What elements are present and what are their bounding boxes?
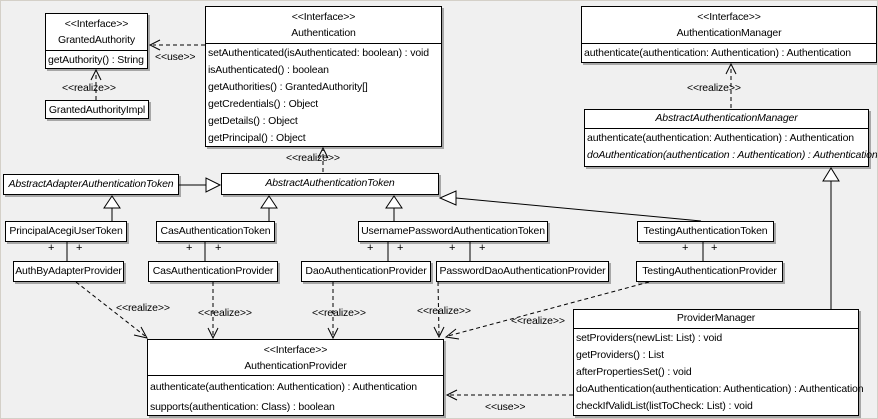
methods-compartment: getAuthority() : String: [46, 51, 147, 69]
class-dao-authentication-provider[interactable]: DaoAuthenticationProvider: [301, 261, 431, 282]
method-signature: supports(authentication: Class) : boolea…: [150, 401, 335, 413]
method-signature: getAuthorities() : GrantedAuthority[]: [208, 81, 368, 93]
method-signature: getDetails() : Object: [208, 115, 298, 127]
use-providermanager-authenticationprovider: [445, 389, 573, 401]
class-testing-authentication-provider[interactable]: TestingAuthenticationProvider: [636, 261, 783, 282]
class-name: AbstractAuthenticationManager: [655, 112, 798, 124]
class-abstract-authentication-token[interactable]: AbstractAuthenticationToken: [221, 173, 439, 195]
class-name: GrantedAuthorityImpl: [48, 104, 146, 116]
association-plus: +: [682, 242, 689, 254]
class-principal-acegi-user-token[interactable]: PrincipalAcegiUserToken: [5, 221, 127, 242]
generalization-abstractadaptertoken: [179, 177, 222, 193]
association-plus: +: [479, 242, 486, 254]
class-name: TestingAuthenticationProvider: [642, 265, 777, 277]
class-cas-authentication-provider[interactable]: CasAuthenticationProvider: [148, 261, 278, 282]
class-name: AbstractAdapterAuthenticationToken: [8, 178, 174, 190]
method-signature: afterPropertiesSet() : void: [576, 366, 692, 378]
class-name: AuthenticationProvider: [244, 360, 347, 372]
methods-compartment: authenticate(authentication: Authenticat…: [148, 376, 443, 417]
label-use-authentication-grantedauthority: <<use>>: [155, 51, 196, 63]
class-abstract-authentication-manager[interactable]: AbstractAuthenticationManager authentica…: [584, 109, 878, 167]
class-name: PrincipalAcegiUserToken: [9, 225, 123, 237]
class-title: <<Interface>> GrantedAuthority: [46, 14, 147, 51]
generalization-principalacegiusertoken: [103, 195, 121, 221]
association-plus: +: [367, 242, 374, 254]
class-title: <<Interface>> AuthenticationProvider: [148, 340, 443, 376]
method-signature: isAuthenticated() : boolean: [208, 64, 329, 76]
class-authentication[interactable]: <<Interface>> Authentication setAuthenti…: [205, 6, 442, 147]
class-testing-authentication-token[interactable]: TestingAuthenticationToken: [637, 221, 774, 242]
class-granted-authority[interactable]: <<Interface>> GrantedAuthority getAuthor…: [45, 13, 148, 69]
class-authentication-provider[interactable]: <<Interface>> AuthenticationProvider aut…: [147, 339, 444, 416]
class-abstract-adapter-authentication-token[interactable]: AbstractAdapterAuthenticationToken: [3, 174, 179, 195]
class-auth-by-adapter-provider[interactable]: AuthByAdapterProvider: [13, 261, 124, 282]
class-name: TestingAuthenticationToken: [643, 225, 768, 237]
label-realize-passworddaoauthenticationprovider: <<realize>>: [417, 305, 471, 317]
class-name: DaoAuthenticationProvider: [305, 265, 427, 277]
class-name: ProviderManager: [676, 312, 756, 324]
class-name: AuthByAdapterProvider: [15, 265, 122, 277]
generalization-testingauthenticationtoken: [438, 190, 702, 222]
class-name: GrantedAuthority: [58, 34, 135, 46]
association-plus: +: [397, 242, 404, 254]
methods-compartment: authenticate(authentication: Authenticat…: [582, 44, 876, 62]
generalization-usernamepasswordtoken: [385, 195, 403, 221]
use-authentication-grantedauthority: [148, 39, 205, 51]
method-signature: setAuthenticated(isAuthenticated: boolea…: [208, 47, 429, 59]
class-name: AbstractAuthenticationToken: [265, 177, 395, 189]
label-realize-casauthenticationprovider: <<realize>>: [198, 307, 252, 319]
class-name: CasAuthenticationProvider: [152, 265, 274, 277]
stereotype-label: <<Interface>>: [263, 344, 328, 356]
label-realize-authbyadapterprovider: <<realize>>: [116, 302, 170, 314]
association-plus: +: [186, 242, 193, 254]
class-name: UsernamePasswordAuthenticationToken: [361, 225, 545, 237]
methods-compartment: setAuthenticated(isAuthenticated: boolea…: [206, 44, 441, 147]
label-realize-grantedauthorityimpl: <<realize>>: [62, 82, 116, 94]
class-name: CasAuthenticationToken: [160, 225, 271, 237]
class-name: Authentication: [291, 27, 356, 39]
class-provider-manager[interactable]: ProviderManager setProviders(newList: Li…: [573, 309, 864, 416]
class-title: <<Interface>> AuthenticationManager: [582, 7, 876, 44]
association-plus: +: [48, 242, 55, 254]
generalization-providermanager: [822, 167, 840, 309]
method-signature: authenticate(authentication: Authenticat…: [584, 47, 851, 59]
method-signature: setProviders(newList: List) : void: [576, 332, 723, 344]
method-signature: getPrincipal() : Object: [208, 132, 306, 144]
method-signature: authenticate(authentication: Authenticat…: [150, 381, 417, 393]
class-authentication-manager[interactable]: <<Interface>> AuthenticationManager auth…: [581, 6, 877, 63]
class-username-password-authentication-token[interactable]: UsernamePasswordAuthenticationToken: [358, 221, 548, 242]
class-password-dao-authentication-provider[interactable]: PasswordDaoAuthenticationProvider: [436, 261, 609, 282]
method-signature-abstract: doAuthentication(authentication : Authen…: [587, 149, 878, 161]
label-realize-testingauthenticationprovider: <<realize>>: [511, 315, 565, 327]
method-signature: getCredentials() : Object: [208, 98, 319, 110]
class-title: AbstractAuthenticationManager: [585, 110, 868, 129]
label-use-providermanager-authenticationprovider: <<use>>: [485, 401, 526, 413]
method-signature: checkIfValidList(listToCheck: List) : vo…: [576, 400, 753, 412]
association-plus: +: [215, 242, 222, 254]
method-signature: getProviders() : List: [576, 349, 664, 361]
label-realize-abstractauthenticationtoken: <<realize>>: [286, 152, 340, 164]
association-plus: +: [711, 242, 718, 254]
method-signature: doAuthentication(authentication: Authent…: [576, 383, 864, 395]
class-cas-authentication-token[interactable]: CasAuthenticationToken: [156, 221, 275, 242]
stereotype-label: <<Interface>>: [697, 11, 761, 23]
stereotype-label: <<Interface>>: [291, 11, 356, 23]
method-signature: getAuthority() : String: [48, 54, 144, 66]
label-realize-daoauthenticationprovider: <<realize>>: [312, 307, 366, 319]
class-name: PasswordDaoAuthenticationProvider: [439, 265, 606, 277]
stereotype-label: <<Interface>>: [64, 18, 129, 30]
method-signature: authenticate(authentication: Authenticat…: [587, 132, 854, 144]
association-plus: +: [76, 242, 83, 254]
methods-compartment: setProviders(newList: List) : void getPr…: [574, 329, 864, 415]
class-title: <<Interface>> Authentication: [206, 7, 441, 44]
generalization-casauthenticationtoken: [260, 195, 278, 221]
association-plus: +: [449, 242, 456, 254]
class-name: AuthenticationManager: [676, 27, 782, 39]
label-realize-abstractauthenticationmanager: <<realize>>: [687, 82, 741, 94]
class-granted-authority-impl[interactable]: GrantedAuthorityImpl: [45, 100, 149, 119]
methods-compartment: authenticate(authentication: Authenticat…: [585, 129, 878, 164]
class-title: ProviderManager: [574, 310, 858, 329]
